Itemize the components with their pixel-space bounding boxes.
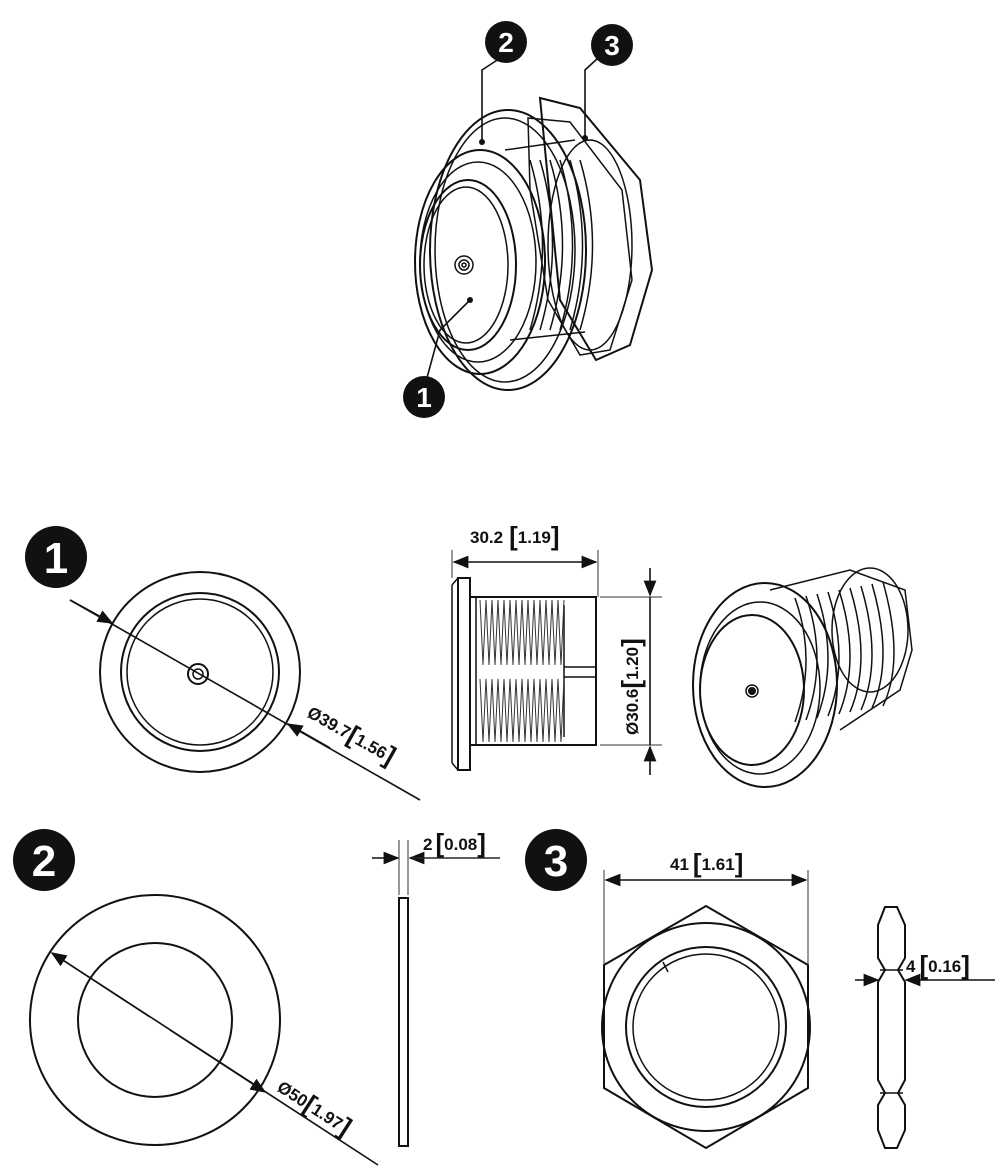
section-badge-3: 3 [525, 829, 587, 891]
leader-line-1 [424, 299, 471, 386]
svg-text:30.2[1.19]: 30.2[1.19] [470, 521, 560, 551]
svg-text:Ø30.6[1.20]: Ø30.6[1.20] [616, 638, 646, 735]
svg-text:2[0.08]: 2[0.08] [423, 828, 486, 858]
nut-front-view [601, 904, 811, 1150]
callout-badge-2: 2 [485, 21, 527, 63]
section-badge-1: 1 [25, 526, 87, 588]
nut-width-label: 41[1.61] [670, 848, 743, 878]
thread-ridge [529, 159, 544, 331]
washer-diameter-label: Ø50[1.97] [272, 1072, 358, 1142]
button-side-view [451, 577, 597, 771]
nut-thickness-label: 4[0.16] [906, 950, 970, 980]
thread-ridge [860, 585, 873, 711]
callout-badge-3: 3 [591, 24, 633, 66]
body-diameter-label: Ø30.6[1.20] [616, 638, 646, 735]
thread-ridge [871, 583, 884, 709]
svg-text:41[1.61]: 41[1.61] [670, 848, 743, 878]
leader-line-3 [584, 57, 599, 138]
svg-text:4[0.16]: 4[0.16] [906, 950, 970, 980]
section-3-nut: 3 41[1.61] 4[0.16] [525, 829, 995, 1150]
svg-text:3: 3 [604, 30, 620, 61]
button-diameter-dim-line [69, 599, 421, 801]
washer-thickness-label: 2[0.08] [423, 828, 486, 858]
washer-front-view [29, 894, 281, 1146]
section-badge-2: 2 [13, 829, 75, 891]
thread-ridge [882, 581, 895, 707]
button-front-view [99, 571, 301, 773]
callout-badge-1: 1 [403, 376, 445, 418]
thread-ridge [805, 595, 818, 721]
thread-ridge [816, 593, 829, 719]
section-1-button: 1 Ø39.7[1.56] [25, 521, 913, 801]
nut-isometric [527, 96, 654, 362]
svg-text:Ø39.7[1.56]: Ø39.7[1.56] [302, 697, 401, 771]
svg-text:Ø50[1.97]: Ø50[1.97] [272, 1072, 358, 1142]
thread-ridge [838, 589, 851, 715]
washer-side-view [398, 897, 409, 1147]
button-front-isometric [414, 149, 546, 375]
thread-ridge [579, 159, 594, 331]
thread-hatch [479, 599, 565, 666]
svg-text:2: 2 [498, 27, 514, 58]
thread-ridge [539, 159, 554, 331]
svg-text:3: 3 [544, 837, 568, 886]
assembly-isometric-view: 2 3 1 [403, 21, 654, 418]
nut-side-view [877, 906, 906, 1149]
button-diameter-label: Ø39.7[1.56] [302, 697, 401, 771]
svg-text:2: 2 [32, 837, 56, 886]
washer-isometric [429, 109, 587, 391]
svg-text:1: 1 [416, 382, 432, 413]
svg-text:1: 1 [44, 534, 68, 583]
thread-ridge [794, 597, 807, 723]
thread-ridge [849, 587, 862, 713]
button-perspective-view [692, 567, 913, 788]
section-2-washer: 2 Ø50[1.97] 2[0.08] [13, 828, 500, 1166]
thread-ridge [827, 591, 840, 717]
thread-ridge [549, 159, 564, 331]
body-length-label: 30.2[1.19] [470, 521, 560, 551]
leader-line-2 [481, 54, 506, 142]
thread-hatch [479, 678, 565, 743]
